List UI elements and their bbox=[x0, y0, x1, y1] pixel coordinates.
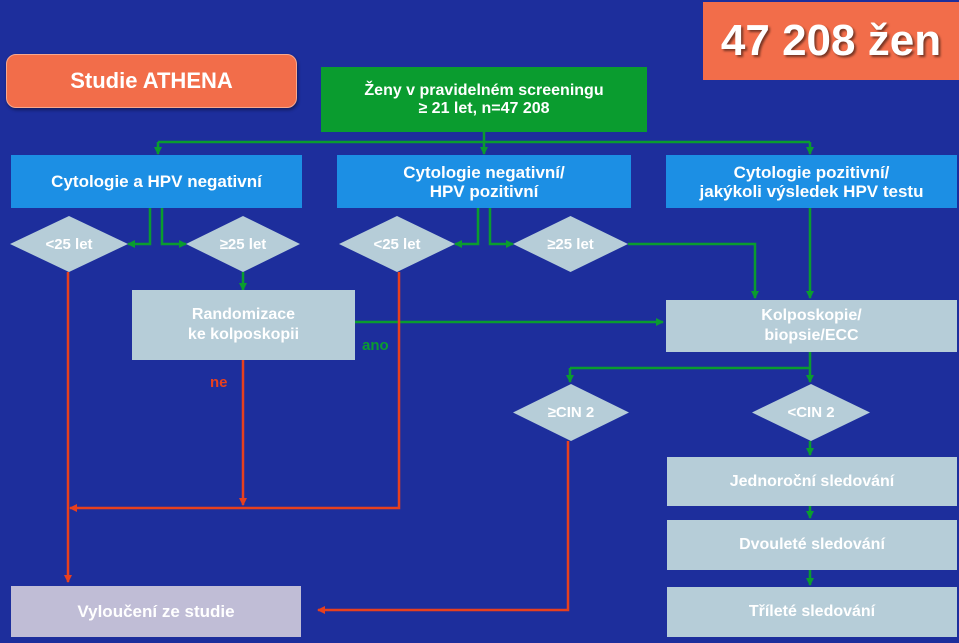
followup-two-year-label: Dvouleté sledování bbox=[739, 536, 885, 553]
study-title-pill: Studie ATHENA bbox=[6, 54, 297, 108]
population-line1: Ženy v pravidelném screeningu bbox=[364, 81, 604, 99]
followup-two-year-box: Dvouleté sledování bbox=[667, 520, 957, 570]
group-hpv-positive-line2: HPV pozitivní bbox=[429, 181, 539, 201]
diamond-cin-high-label: ≥CIN 2 bbox=[547, 404, 595, 421]
population-box: Ženy v pravidelném screeningu ≥ 21 let, … bbox=[321, 67, 647, 132]
exclusion-box: Vyloučení ze studie bbox=[11, 586, 301, 637]
participant-count: 47 208 žen bbox=[720, 16, 942, 65]
diamond-hpv-over25-label: ≥25 let bbox=[547, 235, 594, 253]
connector-hpv-under25 bbox=[454, 208, 480, 248]
colposcopy-line1: Kolposkopie/ bbox=[761, 307, 862, 324]
randomization-line1: Randomizace bbox=[191, 306, 296, 323]
group-hpv-positive-box: Cytologie negativní/ HPV pozitivní bbox=[337, 155, 631, 208]
group-cytology-positive-box: Cytologie pozitivní/ jakýkoli výsledek H… bbox=[666, 155, 957, 208]
connector-hpv-over25-colposcopy bbox=[628, 242, 759, 299]
no-label: ne bbox=[210, 374, 228, 391]
group-negative-label: Cytologie a HPV negativní bbox=[51, 172, 262, 191]
connector-hpv-over25 bbox=[488, 208, 514, 248]
followup-one-year-label: Jednoroční sledování bbox=[729, 472, 895, 490]
connector-hpv-under25-exclusion bbox=[69, 272, 401, 512]
colposcopy-line2: biopsie/ECC bbox=[764, 327, 859, 344]
group-cytology-positive-line2: jakýkoli výsledek HPV testu bbox=[699, 181, 924, 201]
colposcopy-box: Kolposkopie/ biopsie/ECC bbox=[666, 300, 957, 352]
group-negative-box: Cytologie a HPV negativní bbox=[11, 155, 302, 208]
followup-three-year-label: Tříleté sledování bbox=[748, 603, 876, 620]
yes-label: ano bbox=[362, 337, 389, 354]
participant-count-badge: 47 208 žen bbox=[703, 2, 959, 80]
population-line2: ≥ 21 let, n=47 208 bbox=[418, 99, 550, 117]
followup-one-year-box: Jednoroční sledování bbox=[667, 457, 957, 506]
exclusion-label: Vyloučení ze studie bbox=[77, 601, 235, 621]
diamond-hpv-under25-label: <25 let bbox=[373, 235, 421, 253]
diamond-neg-over25-label: ≥25 let bbox=[219, 235, 267, 253]
randomization-line2: ke kolposkopii bbox=[187, 326, 300, 343]
connector-neg-under25 bbox=[127, 208, 152, 248]
connector-cin-high-exclusion bbox=[317, 441, 570, 614]
study-title: Studie ATHENA bbox=[70, 68, 233, 93]
diamond-cin-low-label: <CIN 2 bbox=[787, 404, 835, 421]
diamond-neg-under25-label: <25 let bbox=[45, 235, 93, 253]
connector-neg-over25 bbox=[160, 208, 187, 248]
followup-three-year-box: Tříleté sledování bbox=[667, 587, 957, 637]
group-hpv-positive-line1: Cytologie negativní/ bbox=[403, 162, 565, 182]
group-cytology-positive-line1: Cytologie pozitivní/ bbox=[733, 162, 890, 182]
randomization-box: Randomizace ke kolposkopii bbox=[132, 290, 355, 360]
